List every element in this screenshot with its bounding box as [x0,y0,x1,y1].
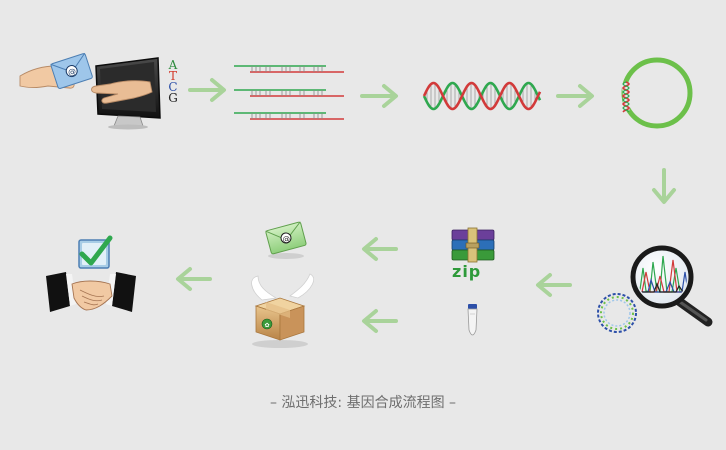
receiving-hand-icon [91,80,153,104]
flow-arrow-8 [176,267,212,291]
flow-arrow-4 [652,168,676,204]
order-submission-icon: @ [19,52,161,130]
zip-archive-icon [451,227,495,263]
svg-text:@: @ [67,66,77,77]
nucleotide-c: C [168,80,178,94]
oligonucleotide-strands-icon [234,65,344,120]
svg-text:✿: ✿ [264,322,269,329]
dna-ring-icon [597,293,637,333]
shipping-package-icon: ✿ [251,273,314,348]
flow-arrow-5 [536,273,572,297]
email-delivery-icon: @ [265,221,307,259]
oligo-pair-1 [234,65,344,73]
zip-label: zip [452,262,482,281]
handshake-completion-icon [46,235,136,312]
handshake-icon [46,272,136,312]
oligo-pair-3 [234,112,344,120]
nucleotide-t: T [168,69,177,83]
nucleotide-letters: A T C G [166,58,180,105]
flow-arrow-7 [362,309,398,333]
magnifier-icon [630,245,713,327]
svg-text:@: @ [281,234,291,245]
nucleotide-a: A [168,58,178,72]
oligo-pair-2 [234,89,344,97]
sequencing-verification-icon [597,245,713,333]
flow-arrow-2 [360,84,398,108]
dna-double-helix-icon [422,81,542,111]
plasmid-icon [621,57,693,129]
sample-tube-icon [467,304,478,336]
diagram-caption: – 泓迅科技: 基因合成流程图 – [269,395,457,411]
checkmark-icon [78,235,113,269]
nucleotide-g: G [168,91,178,105]
flow-arrow-3 [556,84,594,108]
flow-arrow-1 [188,78,226,102]
email-envelope-icon: @ [50,52,93,89]
chromatogram-trace [637,255,687,293]
flow-arrow-6 [362,237,398,261]
